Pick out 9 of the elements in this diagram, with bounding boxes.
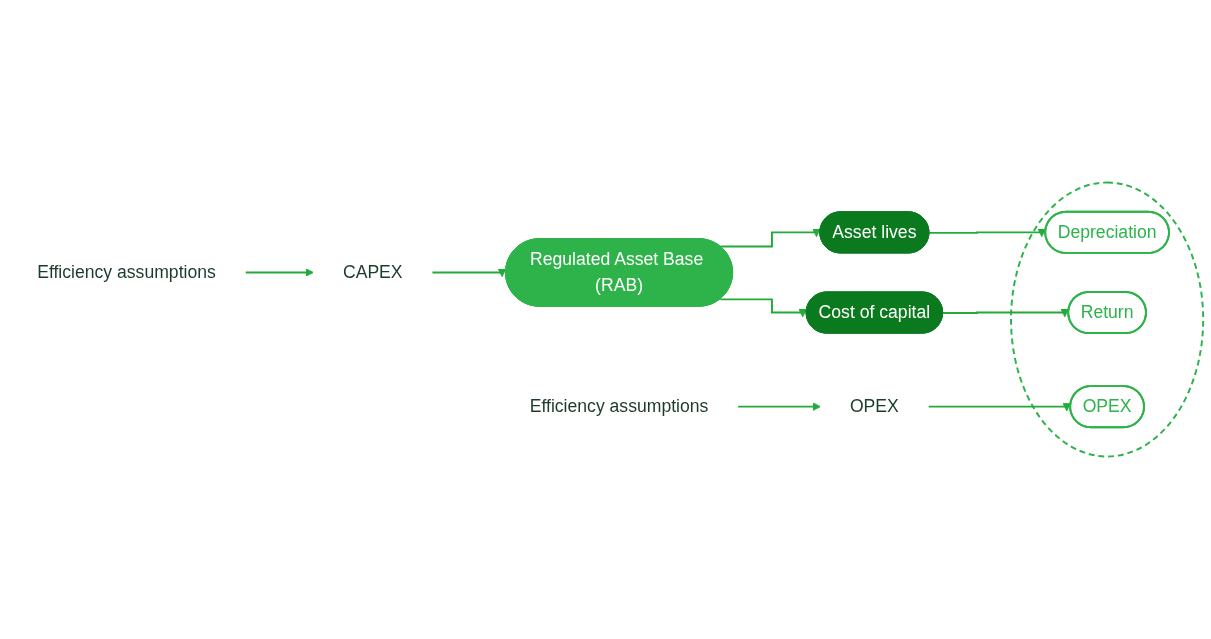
- arrow: [719, 228, 821, 248]
- arrow: [430, 268, 507, 278]
- node-text: CAPEX: [342, 262, 403, 282]
- node-text: Efficiency assumptions: [529, 396, 709, 416]
- node-text: OPEX: [849, 396, 899, 416]
- node-text: Efficiency assumptions: [37, 262, 216, 282]
- arrow: [244, 268, 314, 277]
- arrow: [719, 298, 808, 318]
- arrow: [736, 402, 821, 411]
